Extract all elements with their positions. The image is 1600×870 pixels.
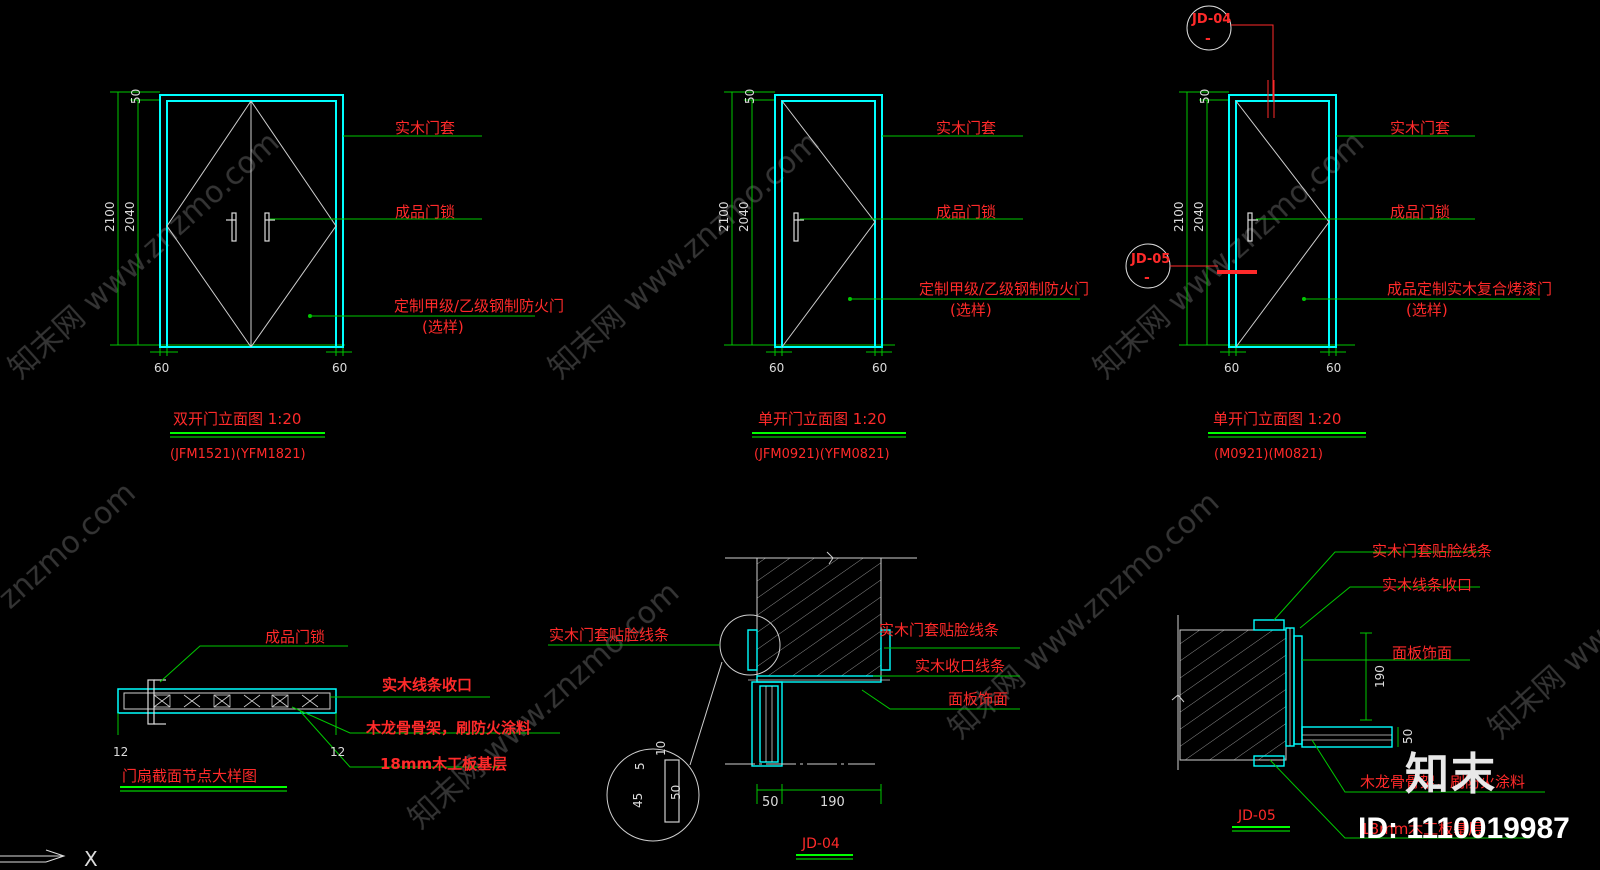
dim-left: 60	[1224, 361, 1239, 375]
label-door-spec-note: (选样)	[1406, 301, 1448, 319]
dim-total-height: 2100	[1172, 201, 1186, 232]
elevation-codes: (JFM0921)(YFM0821)	[754, 447, 890, 462]
elevation-title: 单开门立面图 1:20	[758, 410, 886, 428]
watermark-layer: 知末网 www.znzmo.com 知末网 www.znzmo.com 知末网 …	[0, 125, 1600, 836]
label-board: 18mm木工板基层	[380, 755, 507, 773]
dim-total-height: 2100	[717, 201, 731, 232]
dim-left: 12	[113, 745, 128, 759]
callout-jd04[interactable]	[1186, 5, 1232, 51]
elevation-single-door-wood[interactable]: 2100 2040 50 60 60 JD-04 - JD-05 -	[1125, 5, 1552, 462]
label-wood-frame: 木龙骨骨架，刷防火涂料	[365, 719, 531, 737]
dim-190: 190	[820, 795, 845, 810]
callout-jd04-sub: -	[1205, 31, 1211, 47]
label-face-trim-right: 实木门套贴脸线条	[879, 621, 999, 639]
door-frame-inner	[781, 100, 876, 348]
callout-jd04-label: JD-04	[1191, 12, 1231, 27]
door-frame-inner	[1235, 100, 1330, 348]
document-id: ID: 1110019987	[1358, 812, 1570, 845]
elevation-single-door-fire[interactable]: 2100 2040 50 60 60 实木门套 成品门锁 定制甲级/乙级钢制防火…	[717, 89, 1089, 462]
elevation-title: 单开门立面图 1:20	[1213, 410, 1341, 428]
label-door-spec: 成品定制实木复合烤漆门	[1387, 280, 1552, 298]
elevation-codes: (JFM1521)(YFM1821)	[170, 447, 306, 462]
ucs-axis-icon	[0, 849, 66, 863]
dim-left: 60	[154, 361, 169, 375]
label-face-trim: 实木门套贴脸线条	[1372, 542, 1492, 560]
jd04-detail[interactable]: 50 190 45 50 5 10 实木门套贴脸线条 实木门套贴脸线条 实木收口…	[548, 551, 1020, 860]
label-face-trim: 实木门套贴脸线条	[549, 626, 669, 644]
label-solid-wood-frame: 实木门套	[1390, 119, 1450, 137]
dim-leaf-height: 2040	[1192, 201, 1206, 232]
callout-jd05-label: JD-05	[1130, 252, 1170, 267]
dim-leaf-height: 2040	[737, 201, 751, 232]
label-panel-finish: 面板饰面	[1392, 644, 1452, 662]
label-wood-frame: 木龙骨骨架，刷防火涂料	[1360, 773, 1525, 791]
detail-zoom-circle	[606, 748, 700, 842]
detail-dim-50: 50	[669, 785, 683, 800]
section-title: 门扇截面节点大样图	[122, 767, 257, 785]
watermark-text: znzmo.com	[0, 475, 143, 616]
elevation-codes: (M0921)(M0821)	[1214, 447, 1323, 462]
dim-top: 50	[743, 89, 757, 104]
dim-right: 12	[330, 745, 345, 759]
label-door-spec-note: (选样)	[422, 318, 464, 336]
dim-total-height: 2100	[103, 201, 117, 232]
dim-right: 60	[872, 361, 887, 375]
label-solid-wood-frame: 实木门套	[395, 119, 455, 137]
ucs-x-label: X	[84, 847, 98, 870]
label-trim-closing: 实木线条收口	[1382, 576, 1472, 594]
dim-right: 60	[1326, 361, 1341, 375]
detail-dim-5: 5	[633, 762, 647, 770]
jd05-detail[interactable]: 190 50 实木门套贴脸线条 实木线条收口 面板饰面 木龙骨骨架，刷防火涂料 …	[1171, 542, 1545, 839]
label-door-lock: 成品门锁	[1390, 203, 1450, 221]
dim-50: 50	[762, 795, 779, 810]
dim-top: 50	[1198, 89, 1212, 104]
callout-jd05-sub: -	[1144, 270, 1150, 286]
door-leaf-section-detail[interactable]: 12 12 成品门锁 实木线条收口 木龙骨骨架，刷防火涂料 18mm木工板基层 …	[113, 628, 560, 792]
label-door-spec: 定制甲级/乙级钢制防火门	[394, 297, 564, 315]
dim-left: 60	[769, 361, 784, 375]
door-frame-outer	[774, 94, 883, 348]
detail-dim-10: 10	[654, 741, 668, 756]
dim-50: 50	[1401, 729, 1415, 744]
dim-right: 60	[332, 361, 347, 375]
label-board: 18mm木工板基层	[1360, 820, 1483, 838]
label-trim: 实木线条收口	[382, 676, 472, 694]
jd04-title: JD-04	[801, 836, 840, 852]
label-solid-wood-frame: 实木门套	[936, 119, 996, 137]
label-door-lock: 成品门锁	[395, 203, 455, 221]
brand-logo: 知末	[1405, 749, 1497, 800]
watermark-text: 知末网 www.znzmo.com	[1482, 485, 1600, 746]
label-panel-finish: 面板饰面	[948, 690, 1008, 708]
label-door-spec: 定制甲级/乙级钢制防火门	[919, 280, 1089, 298]
elevation-title: 双开门立面图 1:20	[173, 410, 301, 428]
jd05-title: JD-05	[1237, 808, 1276, 824]
dim-top: 50	[129, 89, 143, 104]
label-door-lock: 成品门锁	[936, 203, 996, 221]
label-closing-trim: 实木收口线条	[915, 657, 1005, 675]
detail-dim-45: 45	[631, 793, 645, 808]
label-door-spec-note: (选样)	[950, 301, 992, 319]
elevation-double-door[interactable]: 2100 2040 50 60 60 实木门套	[103, 89, 564, 462]
dim-190: 190	[1373, 665, 1387, 688]
label-door-lock: 成品门锁	[265, 628, 325, 646]
dim-leaf-height: 2040	[123, 201, 137, 232]
